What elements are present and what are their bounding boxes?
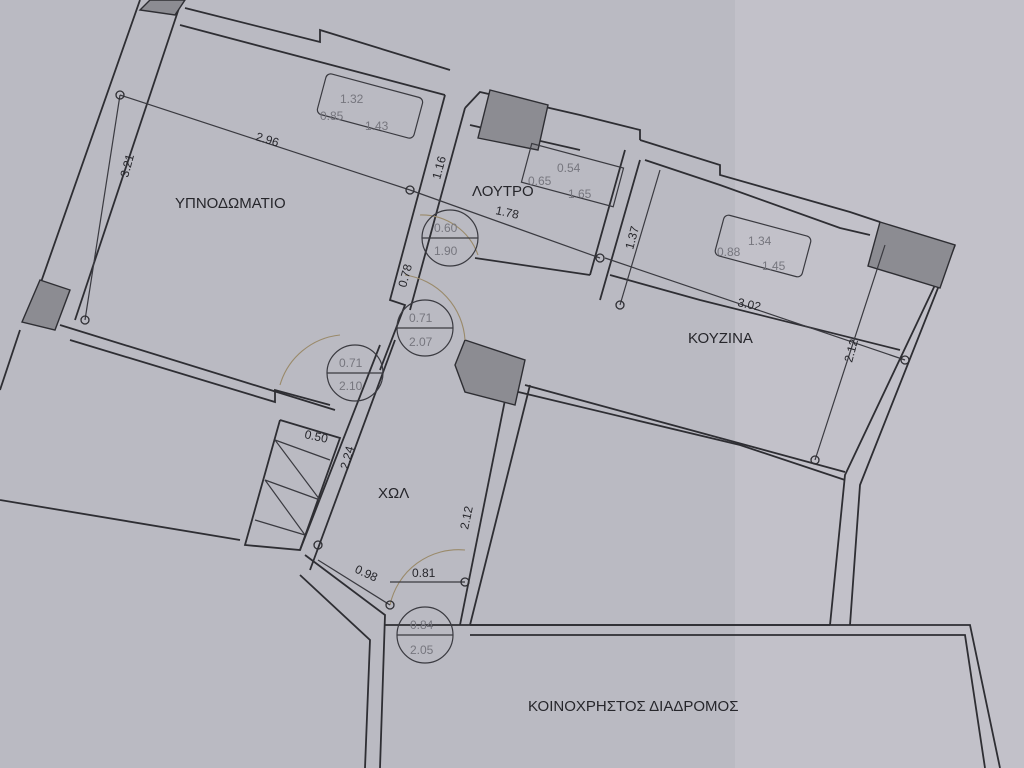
door-tag: 0.71 2.07 bbox=[396, 299, 454, 357]
window-label: 1.32 bbox=[340, 92, 364, 106]
walls bbox=[0, 0, 1001, 768]
svg-text:0.60: 0.60 bbox=[434, 221, 458, 235]
pillars bbox=[21, 0, 956, 406]
dim-label: 3.21 bbox=[117, 152, 137, 178]
dim-label: 0.78 bbox=[395, 262, 415, 288]
window-label: 0.88 bbox=[717, 245, 741, 259]
room-label-corridor: ΚΟΙΝΟΧΡΗΣΤΟΣ ΔΙΑΔΡΟΜΟΣ bbox=[528, 698, 738, 715]
svg-text:2.05: 2.05 bbox=[410, 643, 434, 657]
dim-label: 1.16 bbox=[429, 154, 449, 180]
room-label-bedroom: ΥΠΝΟΔΩΜΑΤΙΟ bbox=[175, 195, 286, 212]
dim-label: 0.50 bbox=[303, 427, 329, 446]
svg-text:2.07: 2.07 bbox=[409, 335, 433, 349]
window-bedroom: 1.32 0.85 1.43 bbox=[316, 73, 424, 139]
dim-label: 0.81 bbox=[412, 566, 436, 580]
window-label: 1.65 bbox=[568, 187, 592, 201]
window-label: 1.45 bbox=[762, 259, 786, 273]
window-label: 1.43 bbox=[365, 119, 389, 133]
room-label-kitchen: ΚΟΥΖΙΝΑ bbox=[688, 330, 753, 347]
window-label: 1.34 bbox=[748, 234, 772, 248]
door-tag: 0.84 2.05 bbox=[396, 606, 454, 664]
svg-text:2.10: 2.10 bbox=[339, 379, 363, 393]
window-bath: 0.54 0.65 1.65 bbox=[520, 142, 625, 208]
window-label: 0.65 bbox=[528, 174, 552, 188]
dim-label: 2.12 bbox=[841, 337, 861, 363]
window-kitchen: 1.34 0.88 1.45 bbox=[714, 214, 812, 278]
dimension-lines bbox=[80, 90, 910, 610]
door-tag: 0.60 1.90 bbox=[421, 209, 479, 267]
dim-label: 2.24 bbox=[337, 444, 357, 470]
svg-text:0.71: 0.71 bbox=[339, 356, 363, 370]
svg-text:0.84: 0.84 bbox=[410, 618, 434, 632]
room-label-bathroom: ΛΟΥΤΡΟ bbox=[472, 183, 534, 200]
door-swings bbox=[279, 214, 479, 606]
svg-text:0.71: 0.71 bbox=[409, 311, 433, 325]
svg-text:1.90: 1.90 bbox=[434, 244, 458, 258]
window-label: 0.54 bbox=[557, 161, 581, 175]
paper-fold bbox=[735, 0, 1024, 768]
room-label-hall: ΧΩΛ bbox=[378, 485, 409, 502]
window-label: 0.85 bbox=[320, 109, 344, 123]
dim-label: 2.12 bbox=[457, 505, 476, 531]
dim-label: 3.02 bbox=[736, 295, 762, 314]
dim-label: 1.37 bbox=[622, 224, 642, 250]
dim-label: 2.96 bbox=[254, 129, 281, 149]
door-tag: 0.71 2.10 bbox=[326, 344, 384, 402]
dim-label: 1.78 bbox=[494, 203, 520, 222]
